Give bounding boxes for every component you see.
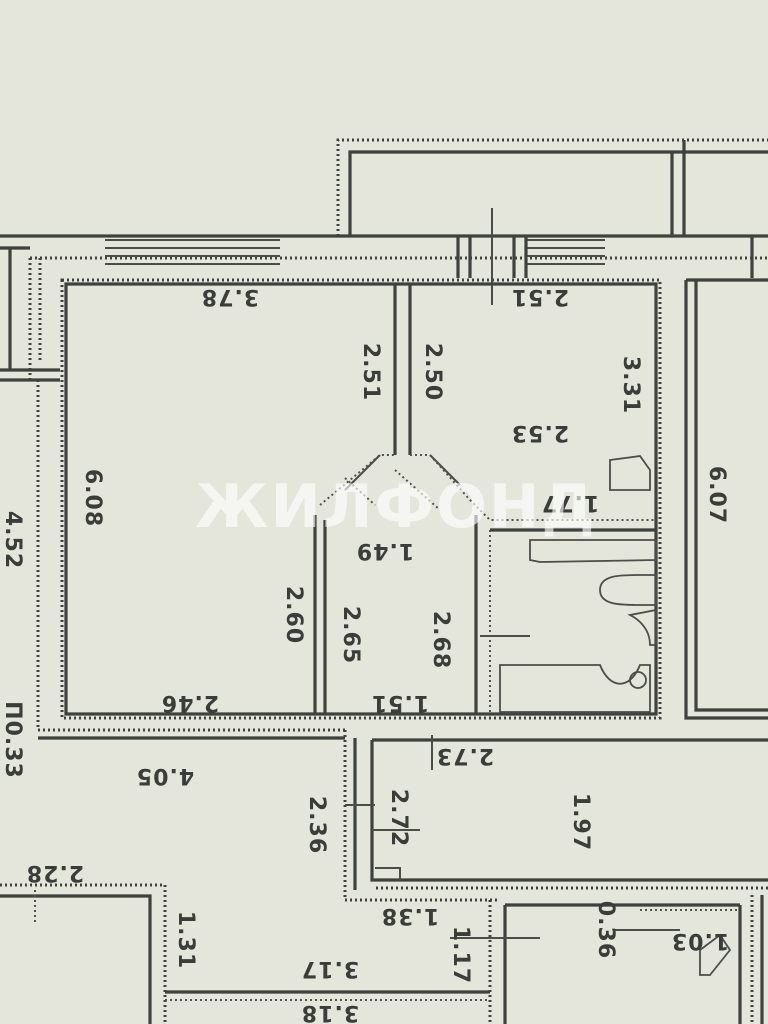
dimension-label-607: 6.07 — [704, 466, 729, 524]
dimension-label-253: 2.53 — [511, 420, 569, 445]
dimension-labels: 3.78 2.51 2.50 2.51 3.31 2.53 1.77 6.08 6.07 1.49… — [0, 284, 729, 1024]
dimension-label-260: 2.60 — [281, 586, 306, 644]
dimension-label-608: 6.08 — [80, 469, 105, 527]
dimension-label-033: П0.33 — [0, 701, 25, 779]
dimension-label-268: 2.68 — [428, 611, 453, 669]
bottom-rooms — [0, 883, 764, 1024]
dimension-label-246: 2.46 — [161, 690, 219, 715]
dimension-label-250: 2.50 — [420, 343, 445, 401]
dimension-label-197: 1.97 — [568, 793, 593, 851]
balcony — [336, 138, 768, 236]
exterior-top-wall — [0, 208, 768, 305]
dimension-label-103: 1.03 — [671, 928, 729, 953]
dimension-label-273: 2.73 — [436, 743, 494, 768]
dimension-label-036: 0.36 — [593, 901, 618, 959]
dimension-label-272: 2.72 — [386, 789, 411, 847]
dimension-label-117a: 1.17 — [448, 926, 473, 984]
dimension-label-117b: 3.17 — [301, 956, 359, 981]
dimension-label-131: 1.31 — [173, 911, 198, 969]
dimension-label-378: 3.78 — [201, 284, 259, 309]
bathroom-fixtures — [480, 455, 657, 713]
dimension-label-452: 4.52 — [0, 511, 25, 569]
main-rooms — [60, 278, 768, 720]
dimension-label-177: 1.77 — [541, 490, 599, 515]
dimension-label-236: 2.36 — [304, 796, 329, 854]
dimension-label-265: 2.65 — [338, 606, 363, 664]
dimension-label-138: 1.38 — [381, 903, 439, 928]
dimension-label-251b: 2.51 — [511, 284, 569, 309]
dimension-label-151: 1.51 — [371, 690, 429, 715]
dimension-label-149: 1.49 — [356, 538, 414, 563]
dimension-label-318: 3.18 — [301, 1000, 359, 1024]
exterior-left-wall — [0, 248, 60, 730]
lower-hall — [38, 728, 768, 902]
watermark-text: ЖИЛФОНД — [195, 472, 597, 542]
dimension-label-251a: 2.51 — [358, 343, 383, 401]
dimension-label-405: 4.05 — [136, 763, 194, 788]
dimension-label-331: 3.31 — [618, 356, 643, 414]
dimension-label-228: 2.28 — [26, 860, 84, 885]
